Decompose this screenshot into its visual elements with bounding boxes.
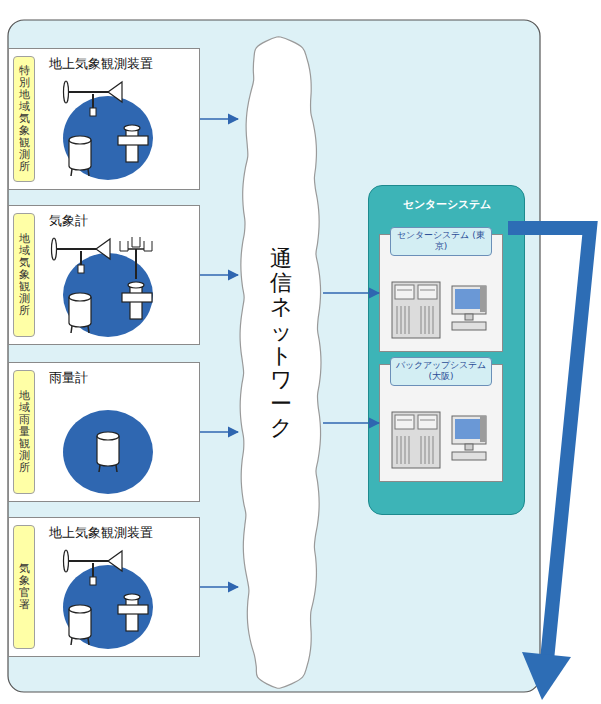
instrument-heading: 地上気象観測装置 bbox=[49, 524, 153, 542]
data-flow-arrow bbox=[200, 586, 238, 588]
system-tab: センターシステム (東京) bbox=[390, 227, 492, 256]
server-rack bbox=[392, 282, 486, 338]
output-arrow bbox=[508, 228, 590, 700]
data-flow-arrow bbox=[200, 118, 238, 120]
network-label: 通信ネットワーク bbox=[270, 247, 292, 441]
rain-gauge bbox=[63, 410, 153, 494]
system-panel bbox=[8, 20, 540, 692]
weather-station bbox=[63, 550, 153, 649]
instrument-heading: 雨量計 bbox=[49, 369, 88, 387]
weather-meter bbox=[52, 237, 154, 337]
instrument-heading: 地上気象観測装置 bbox=[49, 55, 153, 73]
system-heading: センターシステム bbox=[369, 197, 524, 212]
station-type-label: 地域気象観測所 bbox=[13, 213, 35, 337]
data-flow-arrow bbox=[323, 292, 379, 294]
station-type-label: 地域雨量観測所 bbox=[13, 370, 35, 494]
system-tab: バックアップシステム (大阪) bbox=[390, 357, 492, 386]
station-type-label: 特別地域気象観測所 bbox=[13, 56, 35, 182]
network-cloud: 通信ネットワーク bbox=[238, 35, 323, 690]
weather-station bbox=[63, 81, 153, 180]
data-flow-arrow bbox=[200, 431, 238, 433]
data-flow-arrow bbox=[200, 274, 238, 276]
server-rack bbox=[392, 412, 486, 468]
station-type-label: 気象官署 bbox=[13, 525, 35, 649]
data-flow-arrow bbox=[323, 422, 379, 424]
instrument-heading: 気象計 bbox=[49, 212, 88, 230]
